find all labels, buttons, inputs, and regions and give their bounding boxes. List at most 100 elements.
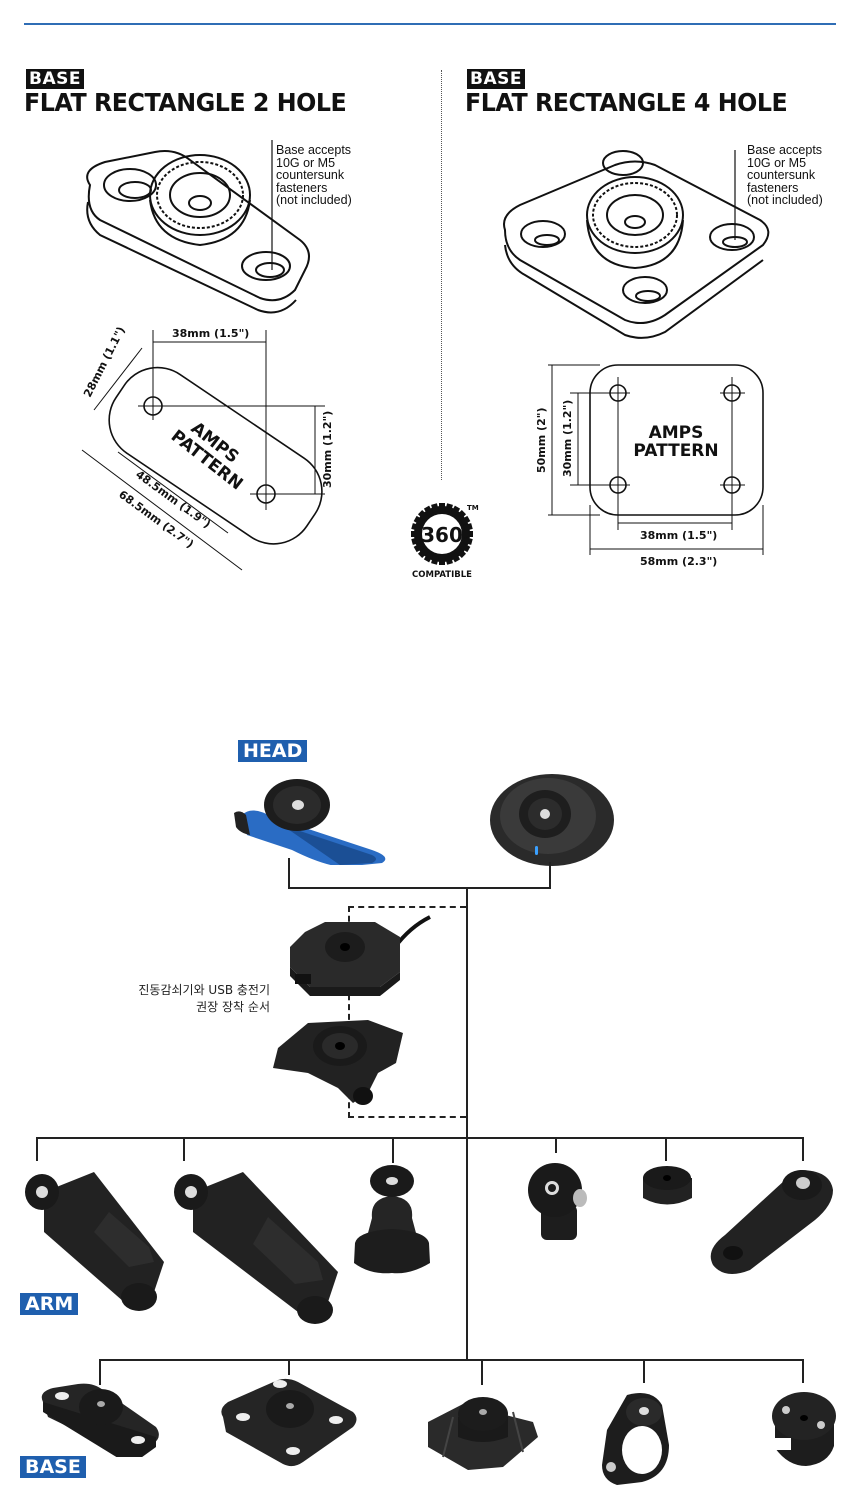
product-adhesive-cross-base (428, 1397, 538, 1470)
gear-tooth (460, 542, 471, 553)
connector-line (481, 1359, 483, 1385)
main-trunk-line (466, 887, 468, 1359)
connector-line (555, 1137, 557, 1153)
dim-outer-label: 68.5mm (2.7") (116, 488, 196, 551)
section-divider (441, 70, 442, 480)
four-hole-base-illustration (503, 150, 770, 339)
amps-label: AMPS (649, 423, 704, 443)
connector-line (392, 1137, 394, 1163)
gear-tooth (463, 523, 473, 531)
base-branch-line (99, 1359, 804, 1361)
gear-tooth (445, 555, 453, 565)
product-long-arm (25, 1172, 164, 1311)
badge-number: 360 (421, 523, 463, 547)
note-line: (not included) (276, 193, 352, 207)
head-tag-wrap: HEAD (238, 740, 308, 762)
note-line: 10G or M5 (747, 155, 807, 170)
gear-tooth (417, 509, 428, 520)
dim-outer-width-label: 58mm (2.3") (640, 555, 717, 568)
connector-line (643, 1359, 645, 1383)
two-hole-amps-diagram: 38mm (1.5") 28mm (1.1") 30mm (1.2") 48.5… (81, 325, 334, 571)
base-tag-wrap: BASE (20, 1456, 86, 1478)
badge-tm: TM (467, 504, 479, 512)
gear-tooth (423, 552, 434, 563)
right-fastener-note: Base accepts 10G or M5 countersunk faste… (747, 144, 823, 207)
gear-tooth (465, 531, 473, 537)
gear-tooth (445, 503, 453, 513)
gear-tooth (431, 555, 439, 565)
gear-tooth (460, 515, 471, 526)
product-ball-joint (354, 1165, 430, 1274)
gear-tooth (456, 548, 467, 559)
right-section-header: BASE (467, 69, 525, 89)
product-extension-arm (710, 1170, 833, 1274)
connector-line (288, 1359, 290, 1375)
note-line: Base accepts (747, 143, 823, 157)
product-stem-mount (772, 1392, 836, 1466)
gear-tooth (411, 523, 421, 531)
right-section-title: FLAT RECTANGLE 4 HOLE (465, 88, 788, 117)
product-extension-spacer (643, 1166, 692, 1205)
arm-branch-line (36, 1137, 804, 1139)
badge-label: COMPATIBLE (412, 570, 472, 580)
connector-line (36, 1137, 38, 1161)
arm-tag-wrap: ARM (20, 1293, 79, 1315)
gear-tooth (450, 505, 461, 516)
gear-tooth (411, 531, 419, 537)
dim-top-label: 38mm (1.5") (172, 327, 249, 340)
connector-line (549, 862, 551, 888)
dim-inner-label: 48.5mm (1.9") (133, 468, 213, 531)
head-tag: HEAD (238, 740, 308, 762)
gear-tooth (411, 537, 421, 545)
gear-tooth (439, 503, 445, 511)
connector-line (99, 1359, 101, 1385)
product-base-4-hole (221, 1378, 357, 1467)
note-line: countersunk (747, 168, 816, 182)
connector-line (288, 858, 290, 888)
two-hole-base-illustration (86, 140, 310, 314)
product-base-2-hole (41, 1383, 159, 1457)
note-line: countersunk (276, 168, 345, 182)
dim-right-label: 30mm (1.2") (321, 411, 334, 488)
base-tag: BASE (467, 69, 525, 89)
left-fastener-note: Base accepts 10G or M5 countersunk faste… (276, 144, 352, 207)
compatible-360-badge: 360 TM COMPATIBLE (411, 503, 479, 580)
note-line: fasteners (276, 180, 328, 195)
gear-tooth (463, 537, 473, 545)
gear-tooth (417, 548, 428, 559)
recommended-order-box (348, 906, 466, 1118)
base-tag: BASE (26, 69, 84, 89)
note-line: Base accepts (276, 143, 352, 157)
note-line: fasteners (747, 180, 799, 195)
gear-tooth (439, 557, 445, 565)
product-usb-charger (290, 915, 431, 996)
connector-line (802, 1359, 804, 1383)
connector-line (288, 887, 551, 889)
product-vibration-dampener (273, 1020, 403, 1105)
product-handlebar-clamp (602, 1392, 669, 1485)
gear-tooth (450, 552, 461, 563)
note-line: 권장 장착 순서 (196, 1000, 270, 1014)
note-line: 10G or M5 (276, 155, 336, 170)
gear-tooth (456, 509, 467, 520)
left-section-header: BASE (26, 69, 84, 89)
gear-tooth (423, 505, 434, 516)
dim-outer-height-label: 50mm (2") (535, 407, 548, 473)
vibration-note: 진동감쇠기와 USB 충전기 권장 장착 순서 (100, 982, 270, 1016)
left-section-title: FLAT RECTANGLE 2 HOLE (24, 88, 347, 117)
product-head-clip (234, 779, 386, 865)
connector-line (183, 1137, 185, 1161)
product-dual-pivot-adaptor (528, 1163, 587, 1240)
four-hole-amps-diagram: 50mm (2") 30mm (1.2") 38mm (1.5") 58mm (… (535, 364, 764, 568)
product-wireless-charging-head (490, 774, 614, 866)
gear-tooth (413, 542, 424, 553)
connector-line (665, 1137, 667, 1161)
connector-line (802, 1137, 804, 1161)
dim-inner-height-label: 30mm (1.2") (561, 400, 574, 477)
gear-tooth (431, 503, 439, 513)
arm-tag: ARM (20, 1293, 79, 1315)
pattern-label: PATTERN (633, 441, 718, 461)
product-extra-long-arm (174, 1172, 338, 1324)
dim-inner-width-label: 38mm (1.5") (640, 529, 717, 542)
note-line: (not included) (747, 193, 823, 207)
